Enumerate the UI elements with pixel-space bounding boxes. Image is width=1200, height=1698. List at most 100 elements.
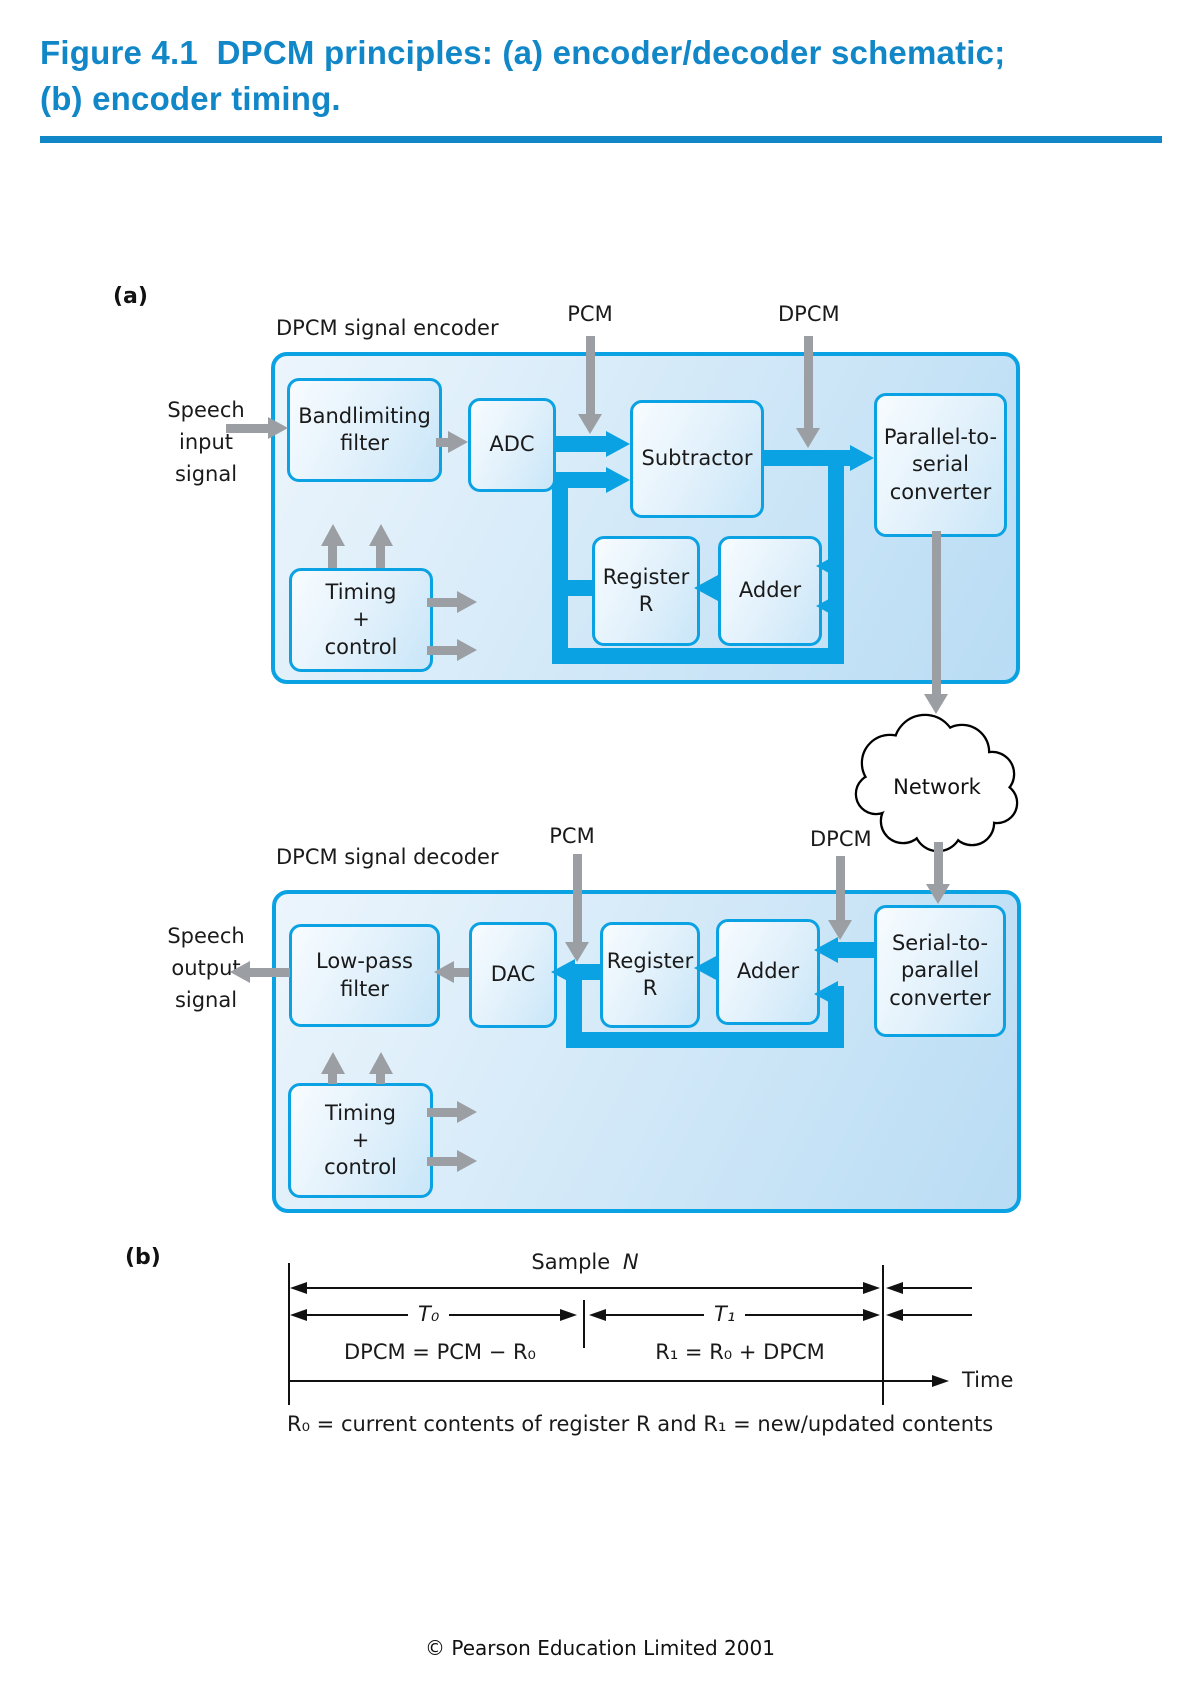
decoder-dpcm-label: DPCM — [810, 827, 872, 851]
bandlimit-to-adc-arrowhead-icon — [448, 431, 468, 453]
sample-span-line — [304, 1287, 866, 1289]
timing-right-boundary — [882, 1265, 884, 1405]
t1-label: T₁ — [704, 1302, 746, 1326]
register-to-dac-arrowhead-icon — [551, 959, 575, 985]
speech-output-arrow — [250, 968, 290, 977]
speech-output-arrowhead-icon — [230, 961, 250, 983]
sample-var: N — [622, 1250, 639, 1274]
encoder-dpcm-label: DPCM — [778, 302, 840, 326]
t0-right-arrowhead-icon — [560, 1309, 577, 1321]
encoder-pcm-arrow — [586, 336, 595, 416]
adder-to-register-arrowhead-icon — [694, 575, 718, 601]
decoder-feedback-bottom-leg — [566, 1032, 844, 1048]
sample-n-label: Sample N — [485, 1250, 685, 1274]
subtractor-to-p2s-arrowhead-icon — [850, 445, 874, 471]
encoder-timing-up-arrow1 — [328, 546, 337, 568]
register-footnote: R₀ = current contents of register R and … — [287, 1412, 994, 1436]
encoder-timing-up-arrow2 — [376, 546, 385, 568]
block-register-encoder: Register R — [592, 536, 700, 646]
encoder-timing-up-arrowhead2-icon — [369, 524, 393, 546]
block-register-decoder: Register R — [600, 922, 700, 1028]
encoder-dpcm-arrowhead-icon — [796, 428, 820, 448]
block-text: filter — [340, 431, 389, 455]
t1-left-arrowhead-icon — [589, 1309, 606, 1321]
panel-a-label: (a) — [113, 284, 148, 309]
encoder-dpcm-arrow — [804, 336, 813, 428]
block-adder-decoder: Adder — [716, 919, 820, 1025]
decoder-timing-right-arrowhead1-icon — [457, 1101, 477, 1123]
decoder-pcm-label: PCM — [549, 824, 595, 848]
block-text: Bandlimiting — [298, 403, 431, 428]
decoder-adder-to-register-arrowhead-icon — [694, 955, 718, 981]
decoder-feedback-left-leg — [566, 972, 582, 1048]
encoder-timing-right-arrow1 — [427, 598, 459, 607]
block-text: control — [324, 1155, 397, 1180]
block-text: serial — [911, 452, 970, 477]
block-text: + — [351, 1127, 370, 1152]
t1-right-arrowhead-icon — [863, 1309, 880, 1321]
timing-left-boundary — [288, 1263, 290, 1405]
block-text: Subtractor — [641, 446, 753, 471]
decoder-pcm-arrow — [573, 854, 582, 944]
decoder-timing-right-arrow2 — [427, 1157, 459, 1166]
time-axis-line — [288, 1380, 932, 1382]
block-text: converter — [889, 479, 992, 504]
figure-title-line2: (b) encoder timing. — [40, 80, 341, 117]
block-text: parallel — [900, 958, 980, 983]
s2p-to-adder-arrowhead-icon — [814, 937, 838, 963]
network-to-s2p-line — [934, 842, 943, 886]
next-sample-arrowhead-row2-icon — [886, 1309, 903, 1321]
block-text: ADC — [489, 432, 535, 457]
encoder-adder-input2-arrowhead-icon — [816, 593, 840, 619]
network-to-s2p-arrowhead-icon — [926, 884, 950, 904]
speech-output-line1: Speech — [167, 924, 245, 948]
figure-title-line1: Figure 4.1 DPCM principles: (a) encoder/… — [40, 34, 1006, 71]
s2p-to-adder-line — [836, 942, 876, 958]
time-axis-label: Time — [962, 1368, 1014, 1392]
block-text: Timing — [325, 1100, 396, 1125]
cloud-fill — [857, 716, 1016, 850]
bandlimit-to-adc-arrow — [436, 438, 450, 447]
p2s-to-network-line — [932, 531, 941, 696]
block-text: Low-pass — [315, 949, 413, 974]
decoder-dpcm-arrow — [836, 856, 845, 922]
encoder-timing-right-arrowhead2-icon — [457, 639, 477, 661]
copyright-footer: © Pearson Education Limited 2001 — [425, 1636, 775, 1660]
block-text: Register — [602, 564, 690, 589]
block-bandlimiting-filter: Bandlimiting filter — [287, 378, 442, 482]
network-label: Network — [893, 775, 982, 799]
encoder-timing-right-arrowhead1-icon — [457, 591, 477, 613]
dac-to-lowpass-arrowhead-icon — [434, 961, 454, 983]
block-text: DAC — [490, 962, 536, 987]
encoder-timing-up-arrowhead1-icon — [321, 524, 345, 546]
dac-to-lowpass-arrow — [452, 968, 469, 977]
sample-span-left-arrowhead-icon — [290, 1282, 307, 1294]
adc-to-subtractor-arrowhead-icon — [606, 431, 630, 457]
decoder-timing-right-arrow1 — [427, 1108, 459, 1117]
block-serial-to-parallel: Serial-to- parallel converter — [874, 905, 1006, 1037]
block-timing-control-decoder: Timing + control — [288, 1083, 433, 1198]
decoder-adder-feedback-arrowhead-icon — [814, 981, 838, 1007]
block-text: Adder — [738, 578, 802, 603]
next-sample-line-row1 — [901, 1287, 972, 1289]
block-text: Timing — [325, 580, 397, 605]
block-subtractor: Subtractor — [630, 400, 764, 518]
decoder-title: DPCM signal decoder — [276, 845, 499, 869]
panel-b-label: (b) — [125, 1245, 161, 1270]
title-rule — [40, 136, 1162, 143]
register-output-stub — [566, 580, 594, 596]
encoder-feedback-left-leg — [552, 472, 568, 664]
block-text: control — [324, 634, 398, 659]
block-dac: DAC — [469, 922, 557, 1028]
adc-to-subtractor-line — [550, 436, 610, 452]
network-cloud: Network — [854, 713, 1019, 853]
timing-mid-tick — [583, 1300, 585, 1348]
speech-input-line2: input — [178, 430, 234, 454]
speech-input-line3: signal — [174, 462, 238, 486]
decoder-timing-up-arrowhead1-icon — [321, 1052, 345, 1074]
speech-input-arrowhead-icon — [268, 417, 288, 439]
block-text: Parallel-to- — [883, 425, 998, 450]
speech-output-line2: output — [171, 956, 241, 980]
feedback-to-subtractor-arrowhead-icon — [606, 467, 630, 493]
